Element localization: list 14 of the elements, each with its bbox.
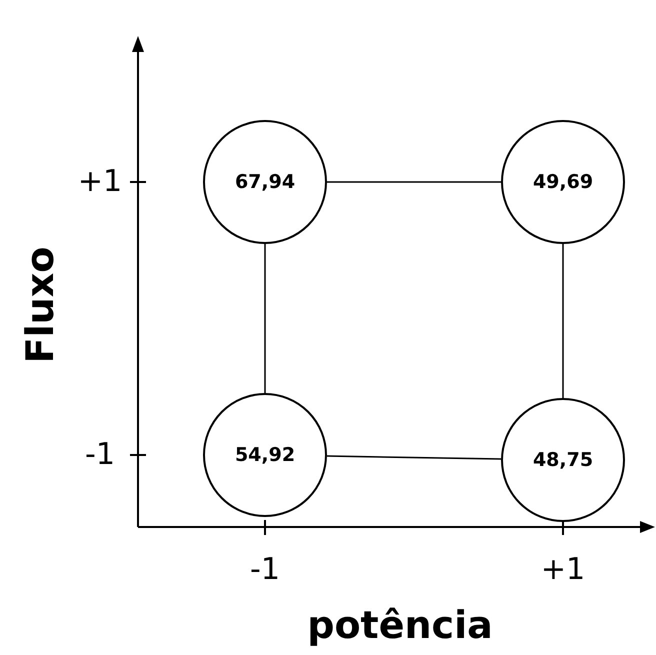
tick-label: -1 xyxy=(85,440,115,470)
axis-title: potência xyxy=(307,606,493,644)
connector-line xyxy=(562,244,564,398)
connector-line xyxy=(264,244,266,393)
value-text: 49,69 xyxy=(532,170,594,195)
value-text: 67,94 xyxy=(234,170,296,195)
tick-label: +1 xyxy=(78,167,122,197)
value-text: 54,92 xyxy=(234,442,296,468)
connector-line xyxy=(327,181,501,183)
value-text: 48,75 xyxy=(532,448,594,473)
tick-label: -1 xyxy=(250,555,280,585)
connector-line xyxy=(326,455,502,460)
axis-title: Fluxo xyxy=(21,246,59,364)
tick-label: +1 xyxy=(540,555,586,585)
